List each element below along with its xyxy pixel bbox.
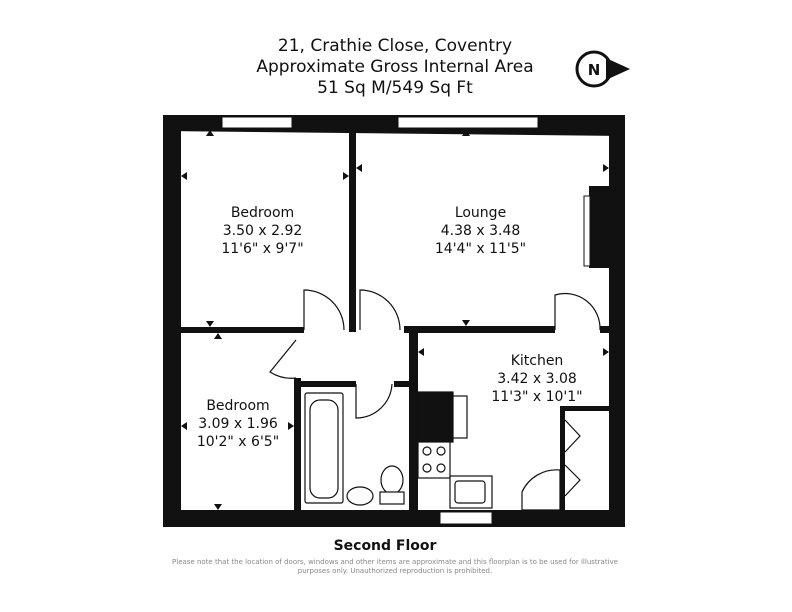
- fireplace: [583, 195, 591, 267]
- room-name: Lounge: [454, 205, 507, 221]
- room-imperial: 14'4" x 11'5": [434, 241, 527, 257]
- room-bedroom-1: Bedroom 3.50 x 2.92 11'6" x 9'7": [200, 204, 325, 258]
- floor-label: Second Floor: [333, 538, 437, 554]
- room-imperial: 11'3" x 10'1": [491, 389, 583, 405]
- room-kitchen: Kitchen 3.42 x 3.08 11'3" x 10'1": [472, 352, 602, 406]
- room-imperial: 11'6" x 9'7": [221, 241, 304, 257]
- room-metric: 3.09 x 1.96: [198, 416, 278, 432]
- address-title: 21, Crathie Close, Coventry: [277, 36, 513, 56]
- kitchen-fixtures: [417, 391, 493, 509]
- outer-walls: [163, 115, 625, 527]
- room-metric: 3.50 x 2.92: [222, 223, 303, 239]
- doors: [269, 289, 601, 511]
- room-name: Bedroom: [230, 205, 295, 221]
- room-metric: 4.38 x 3.48: [440, 223, 521, 239]
- toilet: [380, 465, 404, 495]
- bathroom-fixtures: [304, 392, 405, 506]
- interior-walls: [181, 131, 625, 510]
- dimension-markers: [181, 130, 609, 510]
- hob: [417, 441, 451, 479]
- boiler: [417, 391, 454, 443]
- area-title: Approximate Gross Internal Area: [256, 57, 534, 77]
- room-lounge: Lounge 4.38 x 3.48 14'4" x 11'5": [408, 204, 553, 258]
- room-imperial: 10'2" x 6'5": [196, 434, 280, 450]
- room-name: Kitchen: [510, 353, 564, 369]
- room-name: Bedroom: [206, 398, 270, 414]
- disclaimer: Please note that the location of doors, …: [172, 558, 618, 575]
- compass-letter: N: [588, 61, 601, 79]
- room-metric: 3.42 x 3.08: [497, 371, 577, 387]
- basin: [346, 486, 374, 506]
- north-arrow-icon: N: [575, 50, 630, 88]
- room-bedroom-2: Bedroom 3.09 x 1.96 10'2" x 6'5": [182, 397, 294, 451]
- area-value: 51 Sq M/549 Sq Ft: [317, 78, 473, 98]
- windows: [221, 116, 539, 525]
